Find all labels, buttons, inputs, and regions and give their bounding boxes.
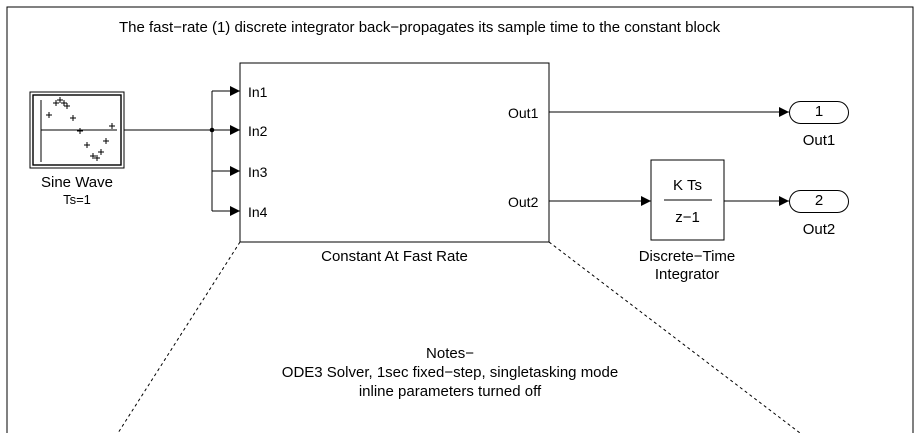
outport-label-out1: Out1 [508, 105, 539, 121]
sine-wave-sample-time: Ts=1 [63, 192, 91, 207]
integrator-numerator: K Ts [673, 177, 702, 194]
outport-2-number: 2 [814, 192, 824, 209]
outport-label-out2: Out2 [508, 194, 539, 210]
inport-label-in2: In2 [248, 123, 268, 139]
integrator-label-line1: Discrete−Time [638, 248, 736, 265]
integrator-label-line2: Integrator [654, 266, 720, 283]
inport-label-in1: In1 [248, 84, 268, 100]
outport-2-label: Out2 [802, 221, 836, 238]
subsystem-block[interactable] [239, 62, 550, 243]
canvas-frame [6, 6, 914, 433]
outport-block-1[interactable]: 1 [789, 101, 849, 124]
notes-line2: inline parameters turned off [358, 383, 542, 400]
sine-wave-label: Sine Wave [41, 174, 113, 191]
subsystem-label: Constant At Fast Rate [321, 248, 468, 265]
zoom-line-right [548, 241, 801, 433]
integrator-denominator: z−1 [675, 209, 700, 226]
outport-1-number: 1 [814, 103, 824, 120]
inport-label-in3: In3 [248, 164, 268, 180]
inport-label-in4: In4 [248, 204, 268, 220]
sine-wave-icon [32, 94, 122, 166]
header-annotation: The fast−rate (1) discrete integrator ba… [119, 19, 721, 36]
outport-1-label: Out1 [802, 132, 836, 149]
outport-block-2[interactable]: 2 [789, 190, 849, 213]
zoom-line-left [117, 241, 241, 433]
notes-line1: ODE3 Solver, 1sec fixed−step, singletask… [281, 364, 619, 381]
notes-title: Notes− [426, 345, 474, 362]
